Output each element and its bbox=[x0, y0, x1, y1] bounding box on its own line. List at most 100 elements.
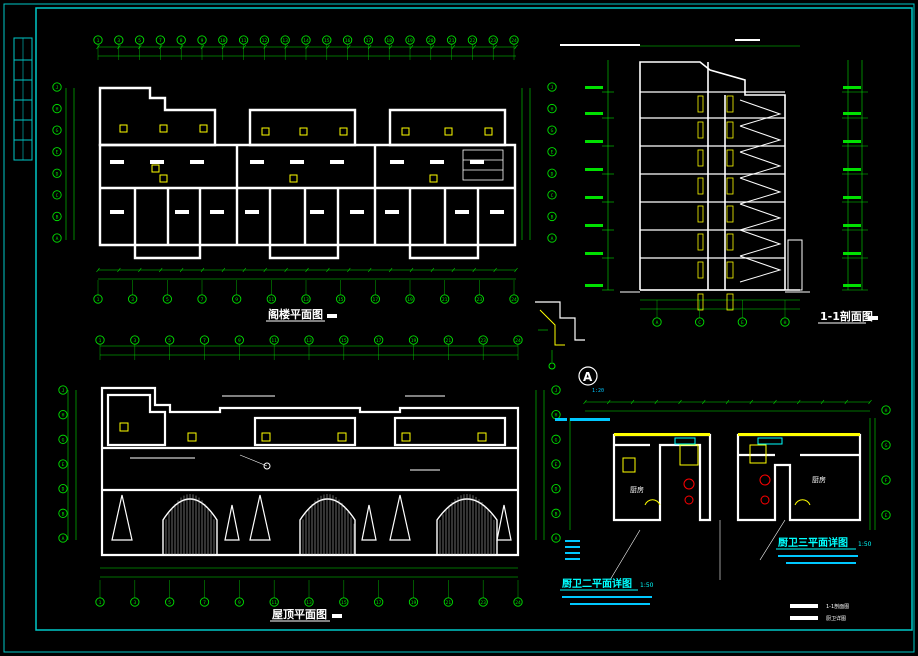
roof-axis-bottom-6: 13 bbox=[304, 597, 314, 607]
roof-axis-right-4-label: D bbox=[555, 487, 558, 493]
attic-axis-top-12-label: 16 bbox=[345, 38, 351, 44]
roof-axis-top-12: 24 bbox=[513, 335, 523, 345]
outer-frame bbox=[3, 3, 915, 653]
attic-axis-right-4-label: D bbox=[551, 171, 554, 177]
roof-axis-bottom-2-label: 5 bbox=[168, 600, 171, 606]
attic-axis-left-6-label: B bbox=[56, 214, 59, 220]
inner-frame bbox=[35, 7, 913, 631]
roof-axis-top-0: 1 bbox=[95, 335, 105, 345]
roof-axis-bottom-8: 17 bbox=[374, 597, 384, 607]
detail-a-letter: A bbox=[583, 370, 593, 384]
roof-triangle-vents bbox=[111, 494, 512, 541]
roof-axis-bottom-11-label: 23 bbox=[480, 600, 486, 606]
roof-axis-top-10-label: 21 bbox=[446, 338, 452, 344]
attic-axis-top-3-label: 7 bbox=[159, 38, 162, 44]
attic-axis-right-2: G bbox=[547, 125, 557, 135]
kb-room-left: 厨房 bbox=[630, 485, 644, 494]
barrel-vault bbox=[436, 494, 498, 555]
roof-axis-bottom-9-label: 19 bbox=[411, 600, 417, 606]
attic-axis-bottom-9-label: 19 bbox=[407, 297, 413, 303]
attic-axis-right-0-label: J bbox=[551, 85, 554, 91]
roof-axis-right-5-label: B bbox=[555, 511, 558, 517]
attic-axis-bottom-2-label: 5 bbox=[166, 297, 169, 303]
roof-axis-right-4: D bbox=[551, 484, 561, 494]
attic-axis-bottom-6-label: 13 bbox=[303, 297, 309, 303]
section-floor-slabs bbox=[640, 91, 785, 311]
kb-axis-0-label: H bbox=[885, 408, 888, 414]
roof-axis-right-3-label: E bbox=[555, 462, 558, 468]
roof-axis-bottom-2: 5 bbox=[165, 597, 175, 607]
attic-axis-top-6-label: 10 bbox=[220, 38, 226, 44]
attic-axis-top-16-label: 20 bbox=[428, 38, 434, 44]
roof-axis-top-11-label: 23 bbox=[480, 338, 486, 344]
attic-walls bbox=[98, 86, 517, 260]
roof-axis-top-11: 23 bbox=[478, 335, 488, 345]
roof-axis-top-4: 9 bbox=[234, 335, 244, 345]
roof-axis-top-0-label: 1 bbox=[99, 338, 102, 344]
attic-axis-bottom-8-label: 17 bbox=[373, 297, 379, 303]
roof-axis-right-1: H bbox=[551, 410, 561, 420]
attic-axis-top-3: 7 bbox=[155, 35, 166, 45]
roof-axis-bottom-7: 15 bbox=[339, 597, 349, 607]
roof-axis-bottom-1-label: 3 bbox=[133, 600, 136, 606]
attic-axis-top-11-label: 15 bbox=[324, 38, 330, 44]
kb-fixtures bbox=[622, 444, 811, 506]
attic-stair bbox=[462, 149, 504, 181]
attic-axis-top-20: 24 bbox=[509, 35, 519, 45]
attic-axis-right-3: E bbox=[547, 147, 557, 157]
detail-a-marker bbox=[578, 366, 598, 386]
attic-axis-top-5-label: 9 bbox=[201, 38, 204, 44]
attic-axis-right-7: A bbox=[547, 233, 557, 243]
roof-axis-left-6: A bbox=[58, 533, 68, 543]
section-leader bbox=[560, 39, 760, 46]
roof-axis-left-1-label: H bbox=[62, 413, 65, 419]
attic-axis-bottom-10-label: 21 bbox=[442, 297, 448, 303]
attic-axis-bottom-12-label: 24 bbox=[511, 297, 517, 303]
roof-outline bbox=[100, 386, 520, 557]
attic-axis-right-3-label: E bbox=[551, 150, 554, 156]
attic-axis-right-1-label: H bbox=[551, 107, 554, 113]
roof-axis-left-0-label: J bbox=[62, 388, 65, 394]
attic-axis-bottom-1: 3 bbox=[128, 294, 138, 304]
kb-dim-lines bbox=[569, 401, 876, 530]
roof-axis-left-5-label: B bbox=[62, 511, 65, 517]
attic-axis-right-4: D bbox=[547, 168, 557, 178]
section-stair-flights bbox=[739, 99, 782, 283]
kb-title-left: 厨卫二平面详图 bbox=[562, 577, 632, 590]
section-axis-2: E bbox=[737, 317, 747, 327]
roof-axis-left-4: D bbox=[58, 484, 68, 494]
attic-axis-top-12: 16 bbox=[342, 35, 353, 45]
attic-axis-right-7-label: A bbox=[551, 236, 554, 242]
attic-axis-top-17-label: 21 bbox=[449, 38, 455, 44]
roof-axis-top-7: 15 bbox=[339, 335, 349, 345]
attic-axis-top-10-label: 14 bbox=[303, 38, 309, 44]
attic-axis-left-0-label: J bbox=[56, 85, 59, 91]
attic-axis-left-0: J bbox=[52, 82, 62, 92]
roof-axis-left-6-label: A bbox=[62, 536, 65, 542]
attic-axis-top-19: 23 bbox=[488, 35, 498, 45]
attic-axis-right-1: H bbox=[547, 103, 557, 114]
roof-axis-bottom-4: 9 bbox=[234, 597, 244, 607]
roof-axis-left-1: H bbox=[58, 410, 68, 420]
attic-axis-top-7: 11 bbox=[238, 35, 249, 45]
section-dim-lines bbox=[607, 45, 863, 310]
kb-leaders bbox=[609, 519, 786, 581]
roof-axis-top-5: 11 bbox=[269, 335, 279, 345]
roof-axis-bottom-3: 7 bbox=[199, 597, 210, 607]
roof-axis-top-4-label: 9 bbox=[238, 338, 241, 344]
roof-axis-left-3-label: E bbox=[62, 462, 65, 468]
kb-room-right: 厨房 bbox=[812, 475, 826, 484]
roof-fixtures bbox=[119, 422, 487, 442]
attic-axis-left-3: E bbox=[52, 147, 62, 157]
attic-axis-right-6: B bbox=[547, 211, 557, 222]
roof-axis-bottom-8-label: 17 bbox=[376, 600, 382, 606]
roof-axis-bottom-0-label: 1 bbox=[99, 600, 102, 606]
attic-axis-bottom-0-label: 1 bbox=[97, 297, 100, 303]
